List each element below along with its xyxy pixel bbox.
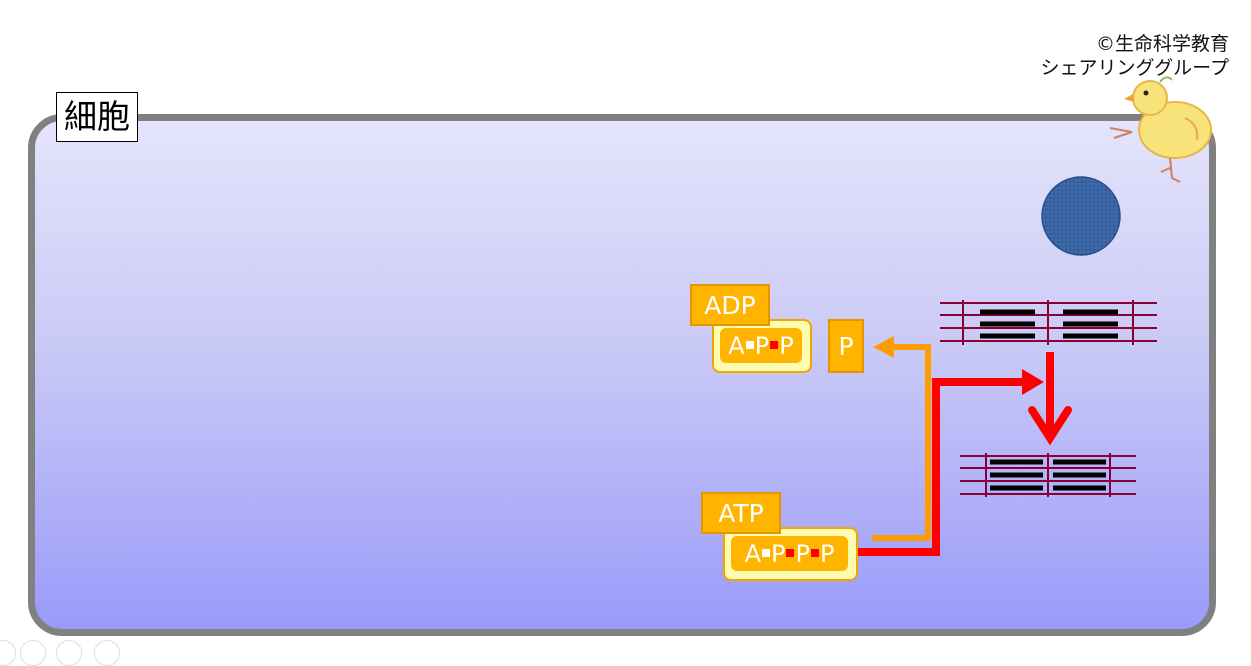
adp-part-p: P: [754, 331, 770, 360]
atp-part-p: P: [770, 539, 786, 568]
adp-label: ADP: [690, 284, 770, 326]
zoom-control-icon[interactable]: [56, 640, 82, 666]
phosphate-label: P: [828, 319, 864, 373]
adp-part-p: P: [779, 331, 794, 360]
high-energy-bond: [810, 548, 819, 557]
cell-body: [28, 114, 1216, 636]
credit-line-2: シェアリンググループ: [1040, 57, 1229, 79]
sarcomere-contracted: [960, 453, 1136, 497]
phosphate-bond: [745, 340, 754, 349]
atp-label: ATP: [701, 492, 781, 534]
high-energy-bond: [770, 340, 779, 349]
credit: ©生命科学教育 シェアリンググループ: [1041, 32, 1229, 80]
sarcomere-relaxed: [940, 300, 1157, 345]
atp-part-a: A: [744, 539, 761, 568]
nucleus: [1041, 176, 1121, 256]
high-energy-bond: [786, 548, 795, 557]
more-options-icon[interactable]: [94, 640, 120, 666]
adp-part-a: A: [728, 331, 745, 360]
phosphate-bond: [761, 548, 770, 557]
credit-line-1: ©生命科学教育: [1095, 33, 1229, 55]
cell-label: 細胞: [56, 92, 138, 142]
chick-mascot-icon: [1109, 76, 1212, 183]
atp-part-p: P: [819, 539, 835, 568]
phosphate-release-arrow: [872, 336, 931, 541]
contraction-arrow: [1028, 352, 1072, 446]
slides-control-icon[interactable]: [20, 640, 46, 666]
energy-arrow: [846, 369, 1044, 556]
atp-part-p: P: [795, 539, 810, 568]
